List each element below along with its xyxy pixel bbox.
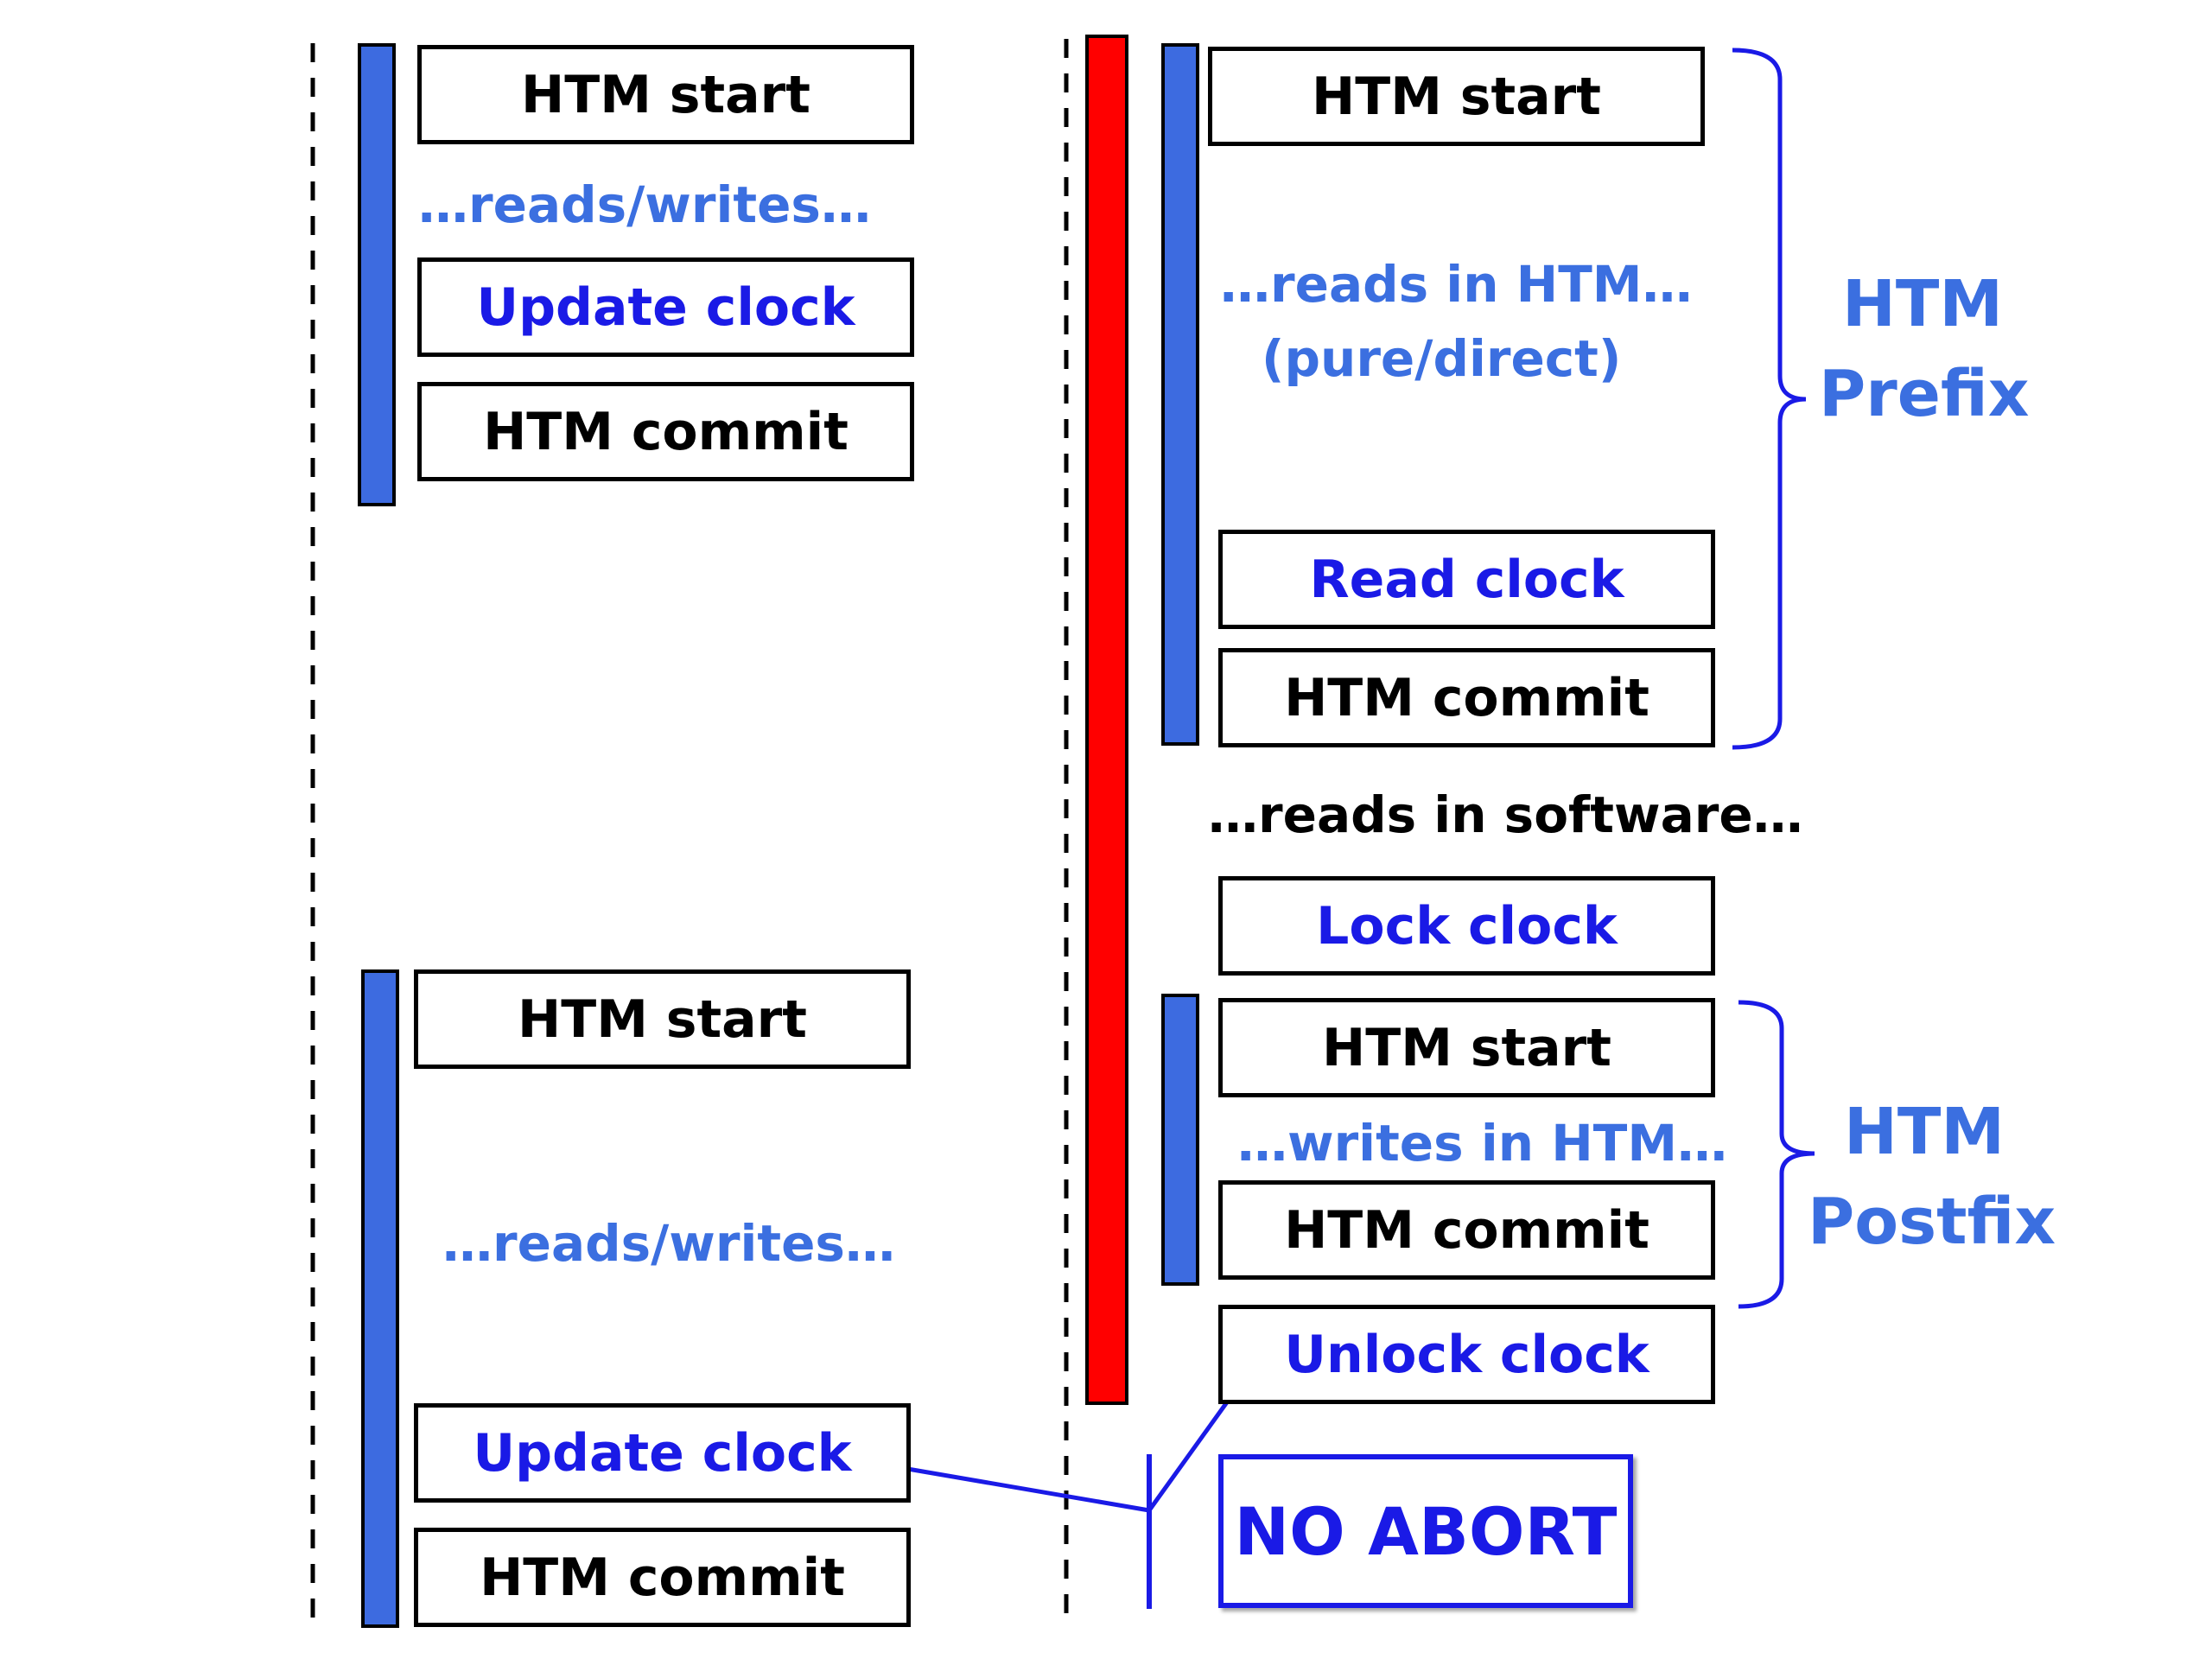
htm-prefix-label-line1: HTM (1841, 267, 2004, 341)
prefix-htm-commit-box: HTM commit (1218, 648, 1715, 747)
left-tx1-reads-writes-text: …reads/writes… (418, 175, 871, 234)
htm-prefix-brace (1732, 48, 1807, 750)
left-tx1-update-clock-box: Update clock (417, 257, 914, 357)
htm-postfix-bar (1161, 994, 1199, 1286)
reads-in-software-text: …reads in software… (1208, 785, 1803, 844)
prefix-read-clock-box: Read clock (1218, 530, 1715, 629)
unlock-clock-box: Unlock clock (1218, 1305, 1715, 1404)
left-tx2-update-clock-label: Update clock (473, 1422, 852, 1484)
left-tx2-htm-commit-box: HTM commit (414, 1528, 911, 1627)
left-tx1-htm-bar (358, 43, 396, 506)
postfix-writes-in-htm-text: …writes in HTM… (1237, 1114, 1728, 1173)
left-tx2-update-clock-box: Update clock (414, 1403, 911, 1503)
htm-postfix-brace (1738, 1000, 1815, 1309)
left-tx1-htm-commit-box: HTM commit (417, 382, 914, 481)
left-tx1-htm-start-label: HTM start (521, 64, 810, 125)
prefix-read-clock-label: Read clock (1309, 549, 1624, 610)
update-clock-connector-line (872, 1460, 1150, 1513)
postfix-htm-start-label: HTM start (1322, 1017, 1611, 1078)
htm-postfix-label-line2: Postfix (1808, 1185, 2056, 1259)
no-abort-label: NO ABORT (1234, 1492, 1618, 1570)
left-tx2-htm-start-box: HTM start (414, 969, 911, 1069)
left-tx1-update-clock-label: Update clock (476, 276, 855, 338)
left-tx2-htm-commit-label: HTM commit (480, 1547, 845, 1608)
left-tx2-htm-bar (361, 969, 399, 1628)
prefix-reads-in-htm-text: …reads in HTM… (1220, 255, 1693, 314)
software-transaction-bar (1085, 35, 1128, 1405)
prefix-htm-start-label: HTM start (1312, 66, 1601, 127)
left-tx2-reads-writes-text: …reads/writes… (442, 1214, 895, 1273)
lock-clock-label: Lock clock (1316, 895, 1618, 957)
lock-clock-box: Lock clock (1218, 876, 1715, 976)
unlock-clock-label: Unlock clock (1284, 1324, 1649, 1385)
prefix-htm-commit-label: HTM commit (1284, 667, 1649, 728)
prefix-htm-start-box: HTM start (1208, 47, 1705, 146)
htm-postfix-label: HTM Postfix (1808, 1087, 2056, 1267)
postfix-htm-commit-box: HTM commit (1218, 1180, 1715, 1280)
prefix-pure-direct-text: (pure/direct) (1262, 329, 1622, 388)
htm-prefix-bar (1161, 43, 1199, 746)
left-tx1-htm-start-box: HTM start (417, 45, 914, 144)
no-abort-box: NO ABORT (1218, 1454, 1633, 1608)
left-tx1-htm-commit-label: HTM commit (483, 401, 849, 462)
htm-postfix-label-line1: HTM (1843, 1095, 2005, 1169)
postfix-htm-commit-label: HTM commit (1284, 1199, 1649, 1261)
htm-prefix-label: HTM Prefix (1819, 259, 2030, 439)
htm-prefix-label-line2: Prefix (1819, 357, 2030, 431)
postfix-htm-start-box: HTM start (1218, 998, 1715, 1097)
left-tx2-htm-start-label: HTM start (518, 988, 807, 1050)
